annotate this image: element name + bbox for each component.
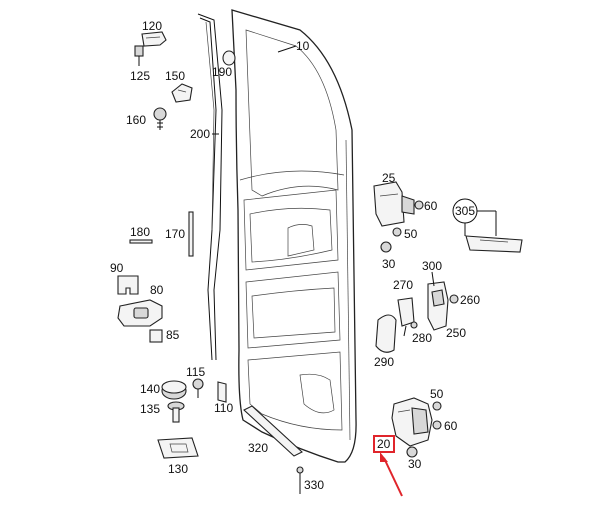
callout-305-circle — [452, 198, 497, 236]
bolt-260-part[interactable] — [449, 294, 459, 304]
callout-60a: 60 — [424, 199, 438, 213]
callout-125: 125 — [130, 69, 150, 83]
callout-60b: 60 — [444, 419, 458, 433]
callout-135: 135 — [140, 402, 160, 416]
nut-30b-part[interactable] — [406, 446, 418, 458]
plug-140-part[interactable] — [161, 380, 187, 400]
grommet-150-part[interactable] — [171, 83, 193, 103]
strip-305-part[interactable] — [465, 235, 523, 253]
nut-30a-part[interactable] — [380, 241, 392, 253]
callout-120: 120 — [142, 19, 162, 33]
callout-300: 300 — [422, 259, 442, 273]
callout-50a: 50 — [404, 227, 418, 241]
callout-250: 250 — [446, 326, 466, 340]
callout-10: 10 — [296, 39, 310, 53]
clip-125-part[interactable] — [134, 45, 144, 66]
callout-320: 320 — [248, 441, 268, 455]
callout-20: 20 — [377, 437, 391, 451]
lock-250-part[interactable] — [427, 281, 449, 331]
plate-130-part[interactable] — [157, 437, 199, 459]
screw-115-part[interactable] — [192, 378, 204, 398]
bracket-110-part[interactable] — [217, 381, 227, 403]
bolt-60a-part[interactable] — [414, 200, 424, 210]
bolt-60b-part[interactable] — [432, 420, 442, 430]
callout-30b: 30 — [408, 457, 422, 471]
callout-50b: 50 — [430, 387, 444, 401]
callout-190: 190 — [212, 65, 232, 79]
callout-170: 170 — [165, 227, 185, 241]
weather-strip-part[interactable] — [197, 13, 223, 361]
hinge-20-part[interactable] — [391, 397, 433, 447]
callout-290: 290 — [374, 355, 394, 369]
callout-90: 90 — [110, 261, 124, 275]
pad-85-part[interactable] — [149, 329, 163, 343]
door-shell-part[interactable] — [231, 9, 357, 463]
cover-290-part[interactable] — [375, 314, 397, 353]
bolt-50b-part[interactable] — [432, 401, 442, 411]
callout-140: 140 — [140, 382, 160, 396]
callout-180: 180 — [130, 225, 150, 239]
callout-30a: 30 — [382, 257, 396, 271]
callout-305: 305 — [455, 204, 475, 218]
screw-160-part[interactable] — [153, 107, 167, 130]
bolt-50a-part[interactable] — [392, 227, 402, 237]
callout-330: 330 — [304, 478, 324, 492]
cover-80-part[interactable] — [117, 299, 163, 327]
rod-180-part[interactable] — [129, 239, 153, 244]
callout-280: 280 — [412, 331, 432, 345]
bracket-90-part[interactable] — [117, 275, 139, 295]
highlight-20[interactable]: 20 — [373, 435, 403, 497]
bolt-135-part[interactable] — [167, 401, 185, 423]
callout-25: 25 — [382, 171, 396, 185]
strip-320-part[interactable] — [243, 405, 303, 457]
callout-115: 115 — [186, 365, 205, 379]
callout-130: 130 — [168, 462, 188, 476]
callout-85: 85 — [166, 328, 180, 342]
pin-170-part[interactable] — [188, 211, 194, 257]
callout-200: 200 — [190, 127, 210, 141]
cap-190-part[interactable] — [222, 50, 236, 66]
callout-160: 160 — [126, 113, 146, 127]
callout-110: 110 — [214, 401, 233, 415]
callout-150: 150 — [165, 69, 185, 83]
hinge-25-part[interactable] — [373, 181, 415, 227]
callout-80: 80 — [150, 283, 164, 297]
clip-120-part[interactable] — [141, 31, 167, 47]
callout-260: 260 — [460, 293, 480, 307]
screw-330-part[interactable] — [296, 466, 304, 494]
clip-280-part[interactable] — [410, 321, 418, 329]
callout-270: 270 — [393, 278, 413, 292]
